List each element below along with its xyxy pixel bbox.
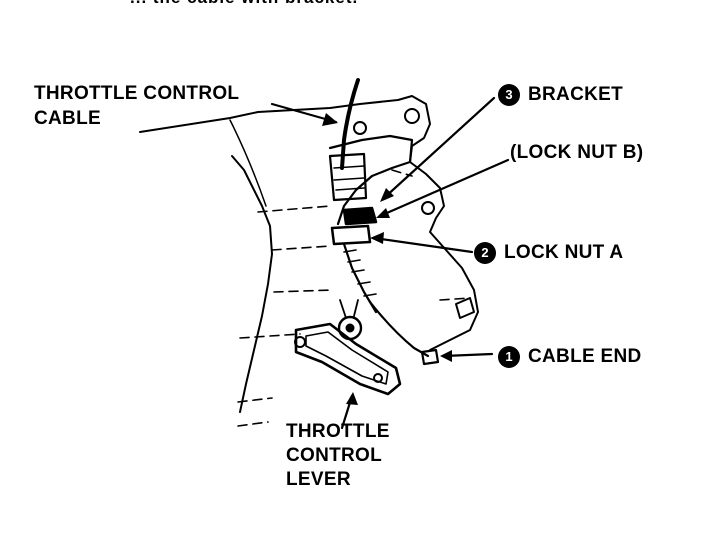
mount-bolt-right [421,201,435,215]
mount-hole-top [404,108,420,124]
lock-nut-b-shape [342,206,378,226]
label-lock-nut-b: (LOCK NUT B) [510,142,644,163]
arrow-lock-nut-a [370,232,384,244]
throttle-cable [340,78,360,170]
step-badge-cable-end: 1 [498,346,520,368]
label-bracket: BRACKET [528,84,623,105]
mount-bolt-left [353,121,367,135]
lever-inner-outline [305,331,389,385]
lever-hole [294,336,306,348]
arrow-throttle-cable [322,113,338,126]
lever-shaft [339,299,359,319]
top-caption-fragment: ... the cable with bracket. [130,0,358,9]
throttle-lever [294,322,402,396]
arrow-lock-nut-b [376,208,390,218]
leader-lock-nut-b [378,158,510,218]
lock-nut-a-shape [330,224,372,246]
label-throttle-control-lever-line2: CONTROL [286,445,383,466]
lever-pivot [337,315,363,341]
arrow-lever [346,392,358,405]
label-throttle-control-cable-line2: CABLE [34,108,101,129]
leader-bracket [382,96,496,200]
cable-sheath [328,152,368,202]
leader-lock-nut-a [372,236,474,254]
housing-inner-curve [229,119,267,207]
cable-end-tip [420,348,440,366]
rod-thread-marks [343,249,377,297]
arrow-bracket [380,188,394,202]
label-cable-end: CABLE END [528,346,642,367]
surface-dash-lines [237,169,471,427]
side-plug [455,297,475,319]
label-throttle-control-lever-line3: LEVER [286,469,351,490]
lever-end-hole [373,373,383,383]
step-badge-bracket: 3 [498,84,520,106]
inner-cable [368,300,430,358]
housing-left-edge [231,155,273,413]
cable-sheath-ribs [333,165,365,191]
label-throttle-control-cable-line1: THROTTLE CONTROL [34,83,240,104]
label-lock-nut-a: LOCK NUT A [504,242,624,263]
engine-housing-outline [139,95,479,351]
label-throttle-control-lever-line1: THROTTLE [286,421,390,442]
arrow-cable-end [440,350,452,362]
lever-pivot-center [345,323,355,333]
step-badge-lock-nut-a: 2 [474,242,496,264]
